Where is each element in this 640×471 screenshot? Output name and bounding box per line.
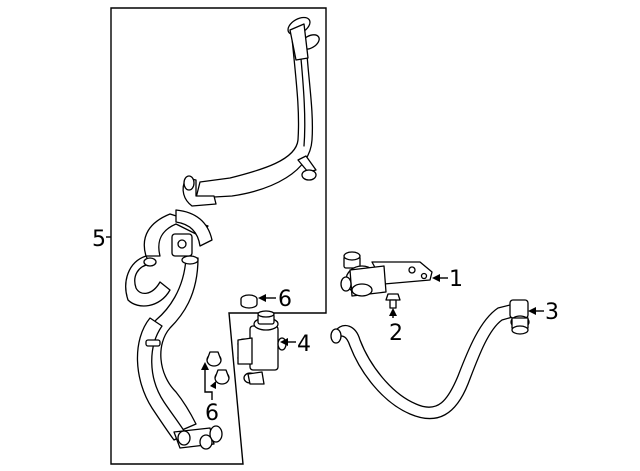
- callout-6-lower-arrow-a: [201, 362, 209, 370]
- assembly-boundary: [110, 7, 327, 465]
- callout-6-lower: 6: [205, 401, 219, 426]
- bolt-part-2: [385, 293, 401, 309]
- callout-6-upper: 6: [278, 287, 292, 312]
- callout-4-arrow: [280, 338, 288, 346]
- callout-3: 3: [545, 300, 559, 325]
- water-pump-part-1: [340, 251, 433, 297]
- clamp-part-6-upper: [240, 294, 258, 309]
- coolant-hose-part-3: [330, 299, 530, 420]
- callout-6-upper-arrow: [258, 294, 266, 302]
- callout-6-lower-leader: [204, 368, 213, 400]
- callout-3-arrow: [528, 307, 536, 315]
- callout-5: 5: [92, 227, 106, 252]
- callout-2: 2: [389, 321, 403, 346]
- callout-6-lower-arrow-b: [210, 381, 216, 389]
- callout-4: 4: [297, 332, 311, 357]
- heater-hose-assembly: [125, 16, 320, 450]
- callout-1: 1: [449, 267, 463, 292]
- clamp-part-6-lower: [206, 351, 230, 385]
- callout-2-arrow: [389, 308, 397, 316]
- callout-1-arrow: [432, 274, 440, 282]
- coolant-valve-part-4: [237, 310, 287, 385]
